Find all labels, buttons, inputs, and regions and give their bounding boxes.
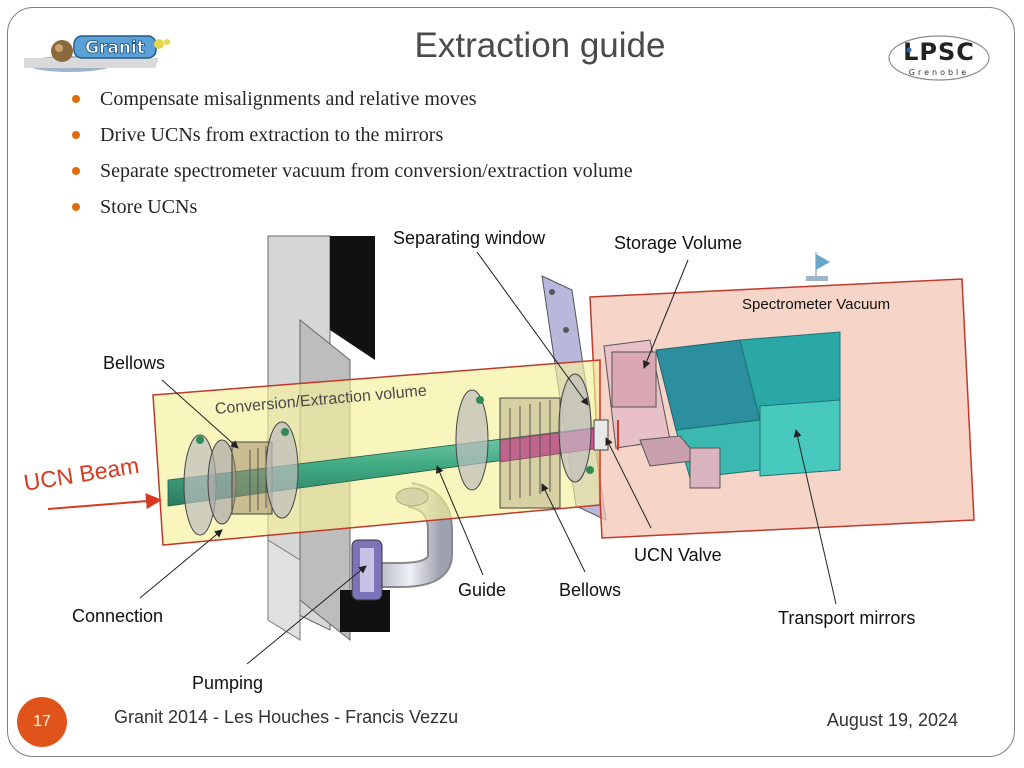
bullet-item: Store UCNs — [72, 194, 633, 230]
bullet-list: Compensate misalignments and relative mo… — [72, 86, 633, 230]
granit-logo: Granit — [20, 30, 174, 76]
footer-date: August 19, 2024 — [826, 710, 958, 730]
bullet-item: Compensate misalignments and relative mo… — [72, 86, 633, 122]
label-pumping: Pumping — [192, 673, 264, 693]
slide-title: Extraction guide — [414, 26, 666, 65]
bullet-dot-icon — [72, 131, 80, 139]
lpsc-logo: LPSC Grenoble — [886, 30, 992, 82]
label-bellows-top: Bellows — [103, 353, 166, 373]
bullet-item: Drive UCNs from extraction to the mirror… — [72, 122, 633, 158]
label-separating-window: Separating window — [393, 228, 546, 248]
label-bellows-bottom: Bellows — [559, 580, 622, 600]
svg-text:Grenoble: Grenoble — [909, 68, 969, 77]
spectrometer-internals — [603, 331, 841, 489]
svg-text:LPSC: LPSC — [903, 38, 975, 66]
flag-icon — [806, 252, 830, 281]
label-transport-mirrors: Transport mirrors — [778, 608, 916, 628]
bullet-dot-icon — [72, 167, 80, 175]
label-storage-volume: Storage Volume — [614, 233, 743, 253]
label-spectrometer-vacuum: Spectrometer Vacuum — [742, 296, 891, 313]
separating-window-part — [593, 419, 609, 451]
leader-lines — [139, 251, 837, 665]
svg-text:Granit: Granit — [85, 38, 145, 58]
bullet-dot-icon — [72, 203, 80, 211]
ucn-beam-arrow — [47, 493, 162, 510]
page-number-badge: 17 — [17, 697, 67, 747]
bullet-item: Separate spectrometer vacuum from conver… — [72, 158, 633, 194]
footer-author: Granit 2014 - Les Houches - Francis Vezz… — [114, 707, 459, 727]
bellows-and-flanges — [183, 373, 594, 536]
label-guide: Guide — [458, 580, 507, 600]
label-connection: Connection — [72, 606, 164, 626]
label-ucn-valve: UCN Valve — [634, 545, 722, 565]
bullet-dot-icon — [72, 95, 80, 103]
